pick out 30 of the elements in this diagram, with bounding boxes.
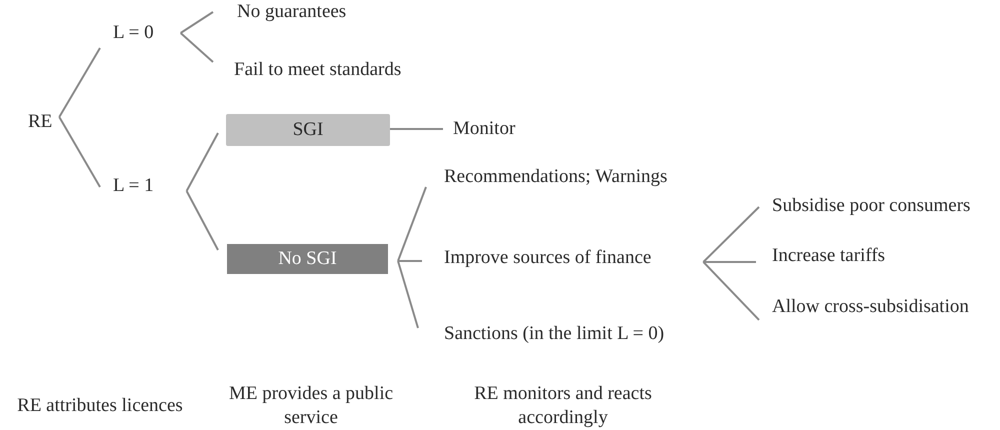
branch-text: Subsidise poor consumers [772, 196, 970, 216]
branch-line [398, 260, 422, 262]
branch-text: Improve sources of finance [444, 248, 652, 268]
branch-line [703, 261, 756, 263]
branch-text: RE [28, 112, 52, 132]
branch-text: Allow cross-subsidisation [772, 296, 969, 318]
branch-line [58, 47, 101, 118]
stage-caption: RE monitors and reacts accordingly [473, 382, 653, 430]
category-box: SGI [226, 114, 390, 146]
branch-text: Increase tariffs [772, 246, 886, 266]
branch-text: Monitor [453, 118, 516, 140]
branch-text: L = 1 [113, 176, 154, 196]
branch-text: Recommendations; Warnings [444, 166, 668, 188]
stage-caption: ME provides a public service [228, 382, 394, 430]
branch-line [397, 186, 427, 262]
branch-text: No guarantees [237, 2, 346, 22]
branch-line [702, 261, 760, 321]
branch-line [180, 32, 214, 63]
branch-text: Sanctions (in the limit L = 0) [444, 324, 664, 344]
branch-line [186, 132, 219, 192]
branch-line [390, 128, 443, 130]
stage-caption: RE attributes licences [16, 394, 184, 418]
branch-text: L = 0 [113, 22, 154, 44]
branch-line [58, 116, 101, 188]
branch-text: Fail to meet standards [234, 60, 402, 80]
branch-line [180, 11, 214, 34]
branch-line [397, 260, 419, 328]
branch-line [186, 190, 219, 250]
category-box: No SGI [227, 244, 388, 274]
branch-line [702, 206, 760, 263]
